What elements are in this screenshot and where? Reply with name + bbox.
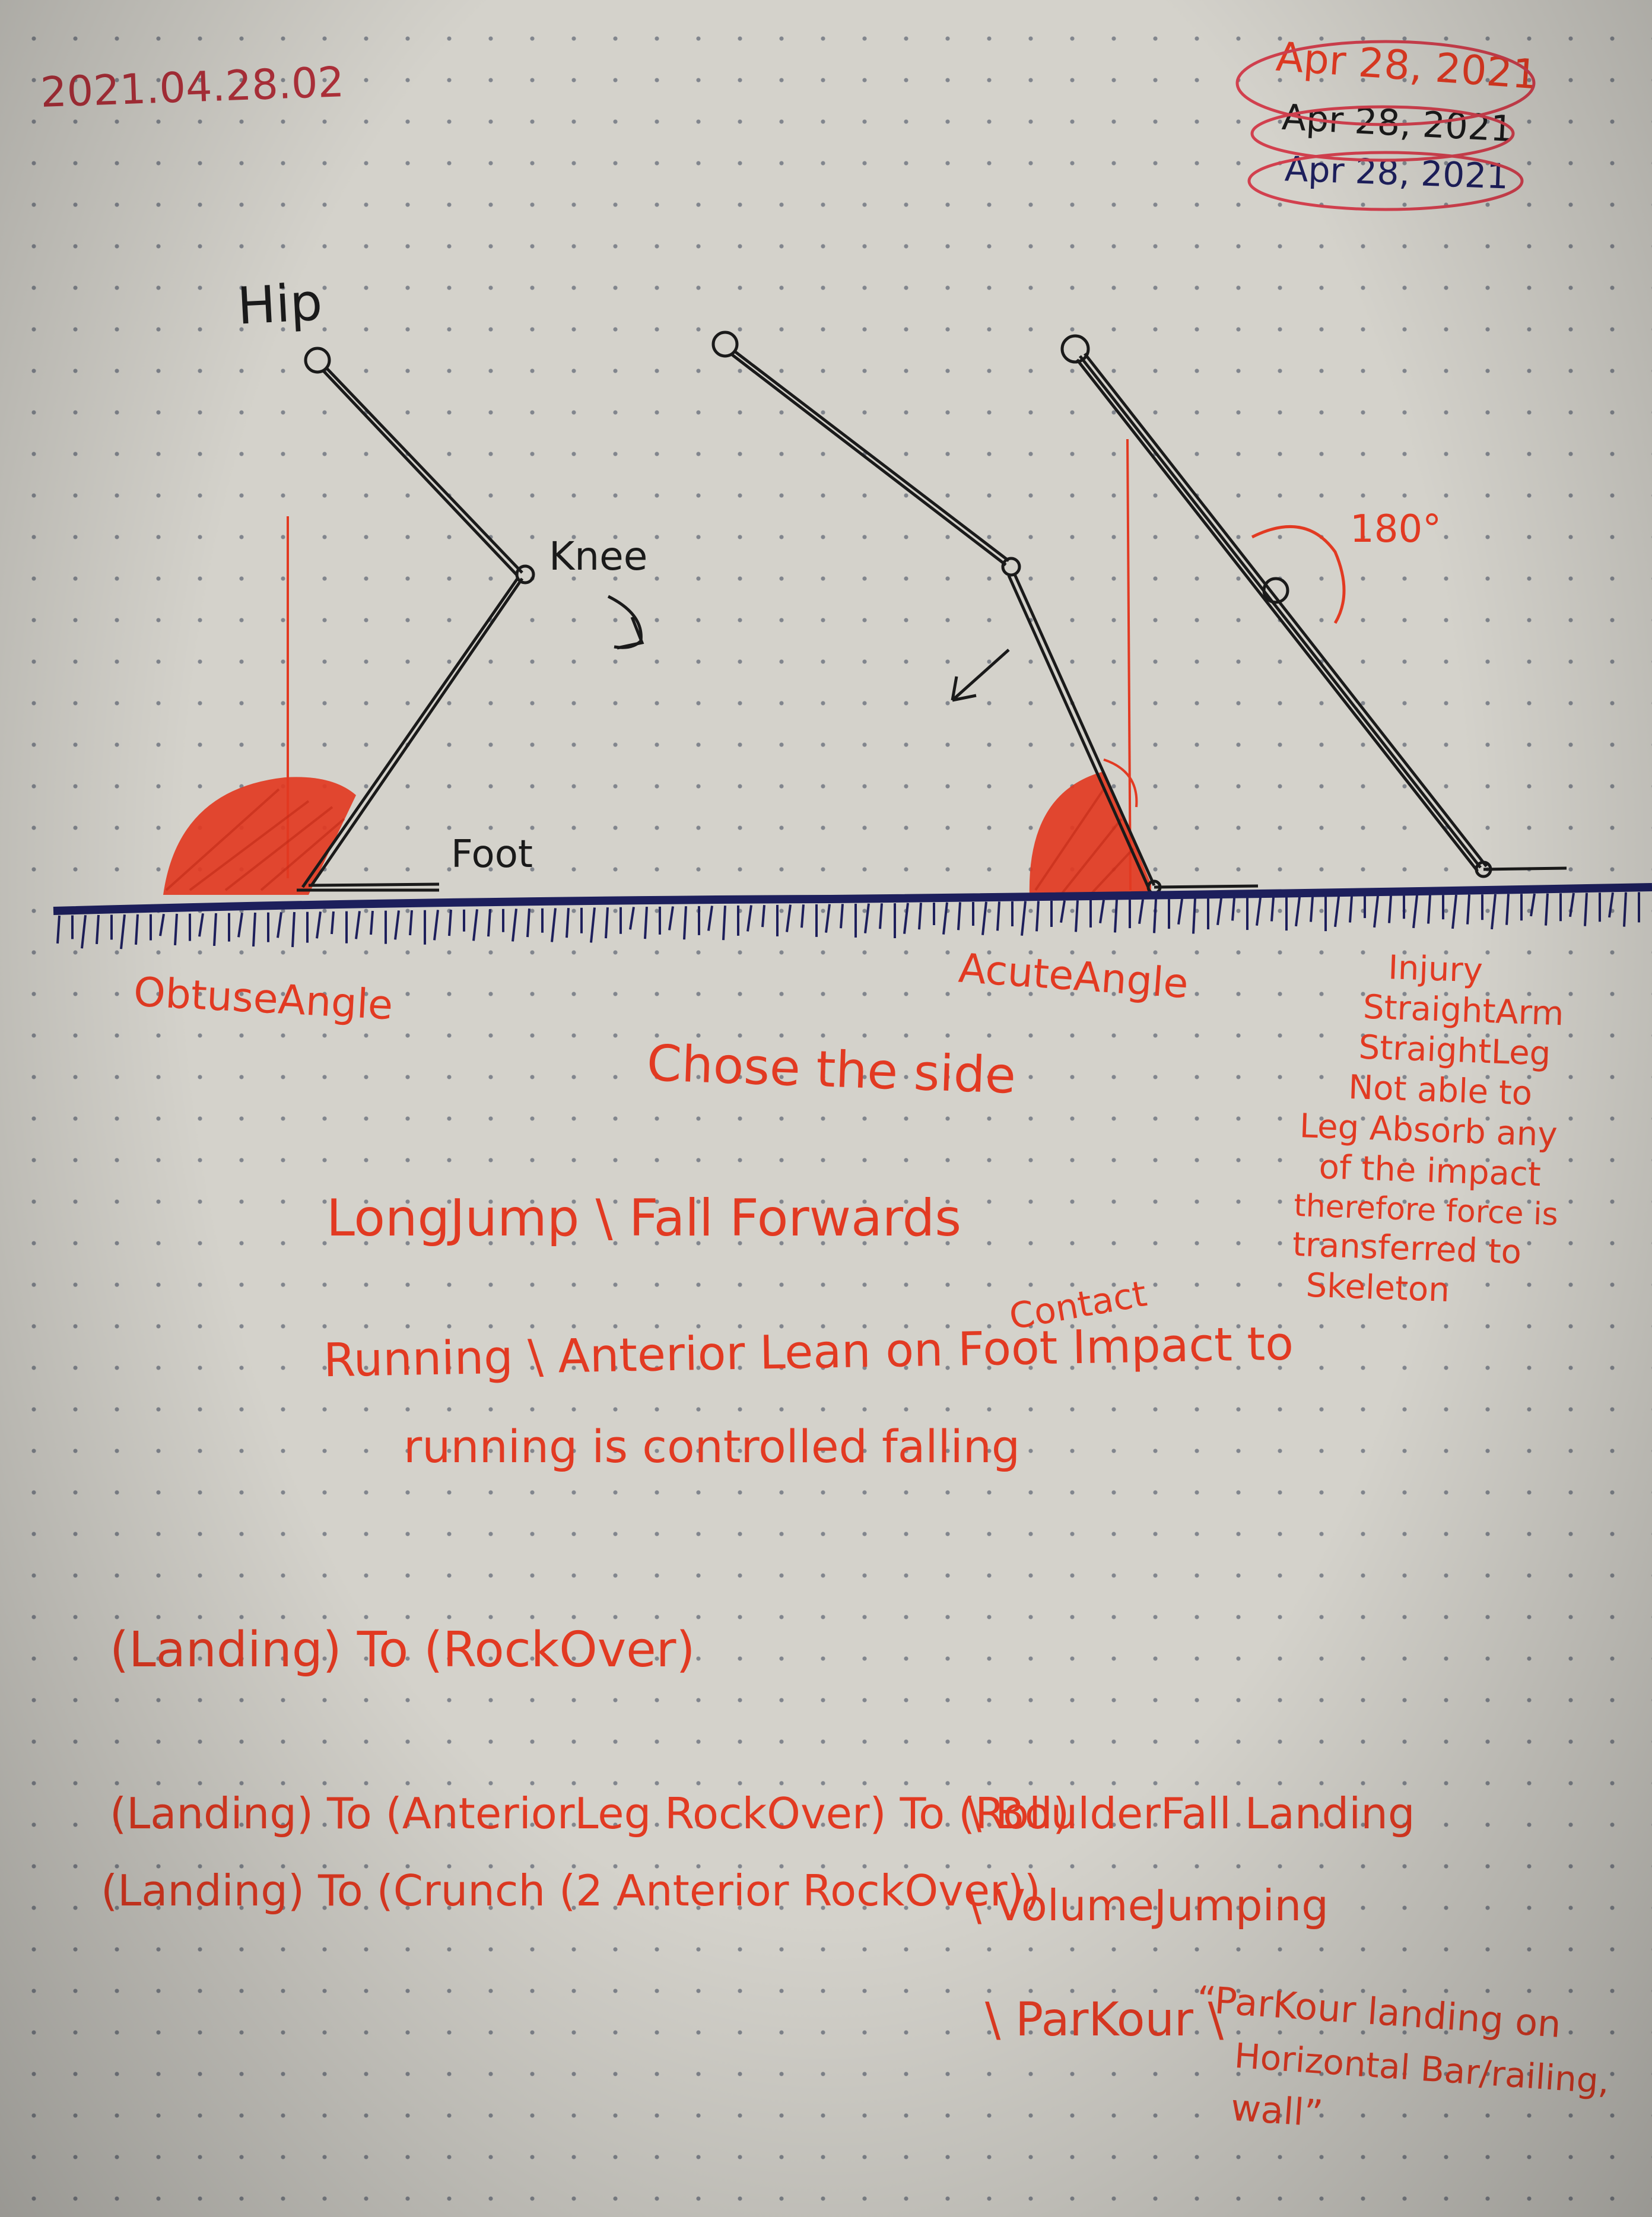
parkour-quote: “ParKour landing on Horizontal Bar/raili…	[1188, 1977, 1610, 2149]
knee-joint	[1262, 577, 1289, 604]
obtuse-angle-fill	[163, 777, 356, 895]
injury-note: Injury StraightArm StraightLeg Not able …	[1285, 948, 1652, 1314]
foot-label: Foot	[451, 833, 533, 876]
vertical-reference-line	[1126, 439, 1132, 891]
running-note-continued: running is controlled falling	[404, 1420, 1021, 1473]
leg-figure-2	[711, 331, 1259, 895]
motion-arrow	[951, 649, 1010, 702]
hip-joint	[1060, 334, 1090, 364]
acute-angle-fill	[1029, 758, 1151, 897]
hip-joint	[304, 347, 331, 374]
leg-figure-3	[1060, 334, 1567, 878]
landing-sequence-2-label: \ BoulderFall Landing	[967, 1789, 1415, 1838]
landing-sequence-1: (Landing) To (RockOver)	[110, 1622, 695, 1678]
hip-joint	[711, 331, 739, 358]
angle-label: 180°	[1350, 507, 1442, 551]
landing-sequence-3-label: \ VolumeJumping	[967, 1881, 1329, 1930]
landing-sequence-3: (Landing) To (Crunch (2 Anterior RockOve…	[101, 1866, 1041, 1916]
motion-arrow	[607, 595, 644, 650]
parkour-label: \ ParKour \	[985, 1993, 1224, 2047]
knee-joint	[1001, 557, 1021, 577]
straight-angle-arc	[1251, 525, 1346, 624]
leg-figure-1	[297, 347, 535, 892]
ground-line	[53, 883, 1652, 949]
long-jump-note: LongJump \ Fall Forwards	[326, 1189, 962, 1248]
landing-sequence-2: (Landing) To (AnteriorLeg RockOver) To (…	[110, 1789, 1070, 1838]
knee-label: Knee	[549, 533, 648, 579]
date-circles	[1235, 40, 1536, 211]
choose-side-note: Chose the side	[646, 1034, 1017, 1105]
injury-note-line: of the impact	[1318, 1148, 1542, 1195]
hip-label: Hip	[236, 272, 324, 336]
knee-joint	[515, 564, 535, 585]
